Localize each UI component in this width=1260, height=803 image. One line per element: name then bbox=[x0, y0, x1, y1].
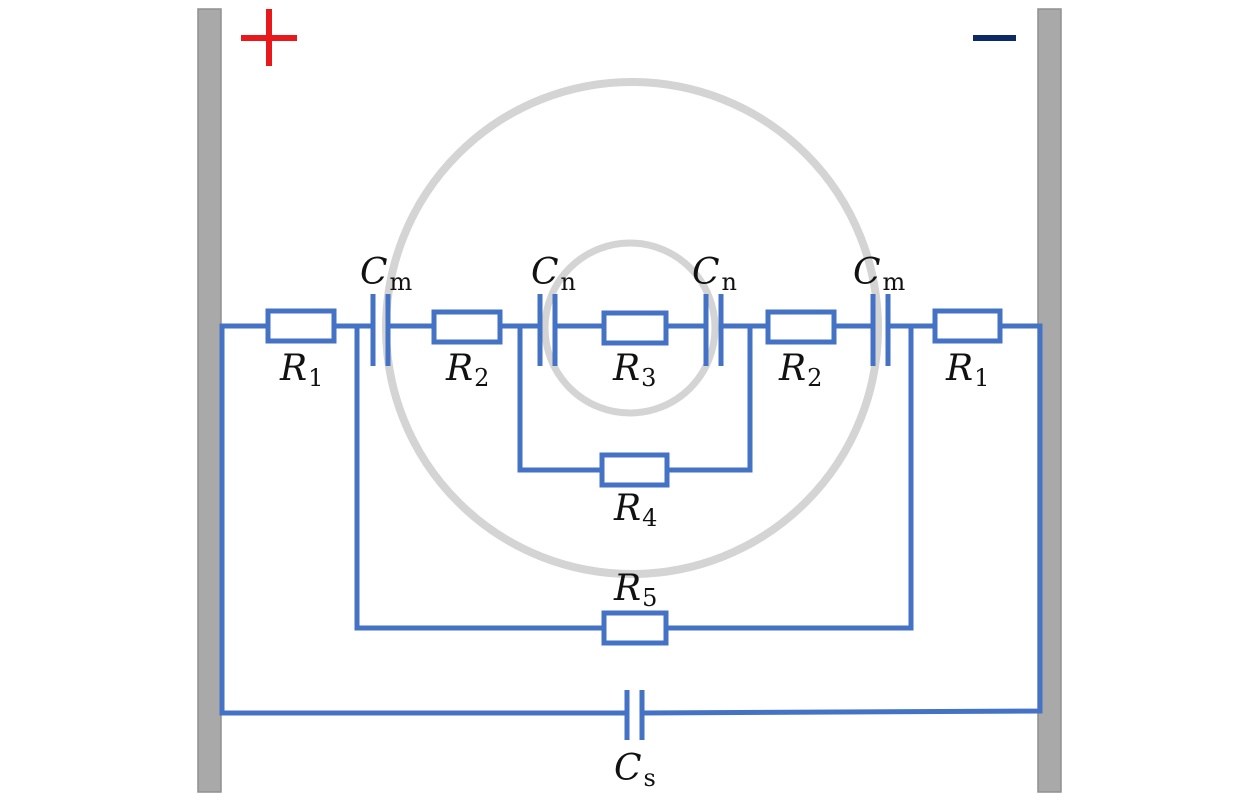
resistor-r4 bbox=[599, 452, 670, 488]
wire-cs-right bbox=[639, 323, 1043, 716]
label-r2-right: R2 bbox=[778, 348, 822, 392]
capacitor-cn-left bbox=[537, 294, 558, 366]
capacitor-cn-right bbox=[703, 294, 724, 366]
label-cn-right: Cn bbox=[692, 252, 737, 296]
resistor-r1-left bbox=[265, 308, 337, 344]
label-r1-right: R1 bbox=[945, 348, 989, 392]
label-cm-left: Cm bbox=[360, 252, 413, 296]
label-cm-right: Cm bbox=[853, 252, 906, 296]
label-r2-left: R2 bbox=[445, 348, 489, 392]
label-r5: R5 bbox=[613, 568, 657, 612]
inner-ring bbox=[541, 239, 719, 417]
capacitor-cm-right bbox=[870, 294, 891, 366]
left-electrode bbox=[197, 8, 222, 793]
wire-cs-left bbox=[219, 323, 630, 716]
label-r4: R4 bbox=[613, 488, 657, 532]
label-cn-left: Cn bbox=[531, 252, 576, 296]
wire-r4-right bbox=[664, 323, 753, 473]
positive-sign-icon bbox=[241, 9, 297, 66]
capacitor-cm-left bbox=[370, 294, 391, 366]
label-r3: R3 bbox=[612, 348, 656, 392]
resistor-r2-left bbox=[431, 309, 503, 345]
wire-r5-left bbox=[354, 323, 607, 631]
wire-r5-right bbox=[663, 323, 914, 631]
wire-r4-left bbox=[517, 323, 605, 473]
label-r1-left: R1 bbox=[279, 348, 323, 392]
resistor-r1-right bbox=[932, 308, 1003, 344]
capacitor-cs bbox=[624, 690, 645, 740]
resistor-r2-right bbox=[765, 309, 837, 345]
resistor-r3 bbox=[601, 310, 669, 346]
label-cs: Cs bbox=[614, 748, 656, 792]
resistor-r5 bbox=[601, 610, 669, 646]
